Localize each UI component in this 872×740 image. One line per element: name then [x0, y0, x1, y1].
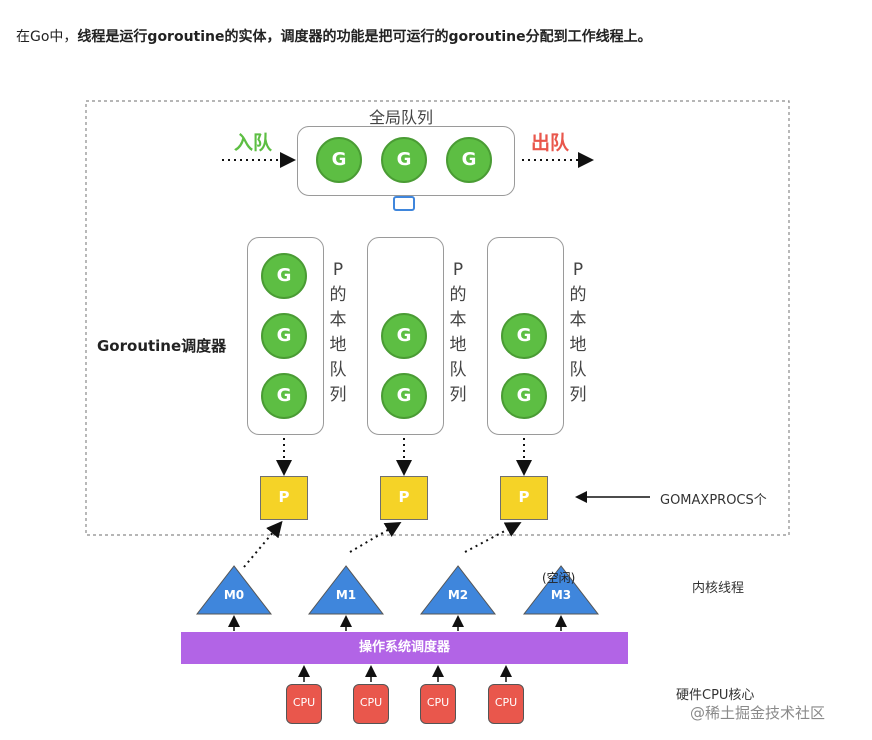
os-scheduler-bar: 操作系统调度器: [181, 632, 628, 664]
scheduler-boundary: [85, 100, 790, 536]
processor: P: [380, 476, 428, 520]
cpu-core: CPU: [353, 684, 389, 724]
goroutine: G: [381, 137, 427, 183]
cpu-core: CPU: [286, 684, 322, 724]
dequeue-label: 出队: [531, 132, 570, 154]
thread-label: M0: [223, 588, 245, 602]
thread-m2: [419, 565, 497, 615]
goroutine: G: [501, 313, 547, 359]
goroutine: G: [501, 373, 547, 419]
goroutine: G: [316, 137, 362, 183]
thread-m3: [522, 565, 600, 615]
goroutine: G: [381, 313, 427, 359]
thread-label: M1: [335, 588, 357, 602]
m-to-p-link: [464, 522, 522, 553]
global-queue-title: 全局队列: [369, 108, 434, 127]
scheduler-label: Goroutine调度器: [97, 337, 227, 355]
gomaxprocs-label: GOMAXPROCS个: [660, 493, 767, 508]
watermark: @稀土掘金技术社区: [690, 704, 826, 722]
thread-m1: [307, 565, 385, 615]
processor: P: [500, 476, 548, 520]
goroutine: G: [261, 253, 307, 299]
cpu-core: CPU: [420, 684, 456, 724]
processor: P: [260, 476, 308, 520]
caption-prefix: 在Go中，: [16, 29, 78, 45]
enqueue-label: 入队: [234, 132, 273, 154]
caption-bold: 线程是运行goroutine的实体，调度器的功能是把可运行的goroutine分…: [77, 29, 652, 45]
idle-note: (空闲): [542, 571, 576, 585]
thread-label: M2: [447, 588, 469, 602]
goroutine: G: [261, 313, 307, 359]
goroutine: G: [261, 373, 307, 419]
goroutine: G: [446, 137, 492, 183]
goroutine: G: [381, 373, 427, 419]
m-to-p-link: [243, 520, 283, 568]
cpu-core: CPU: [488, 684, 524, 724]
thread-m0: [195, 565, 273, 615]
caption: 在Go中，线程是运行goroutine的实体，调度器的功能是把可运行的gorou…: [16, 26, 652, 46]
cpu-label: 硬件CPU核心: [676, 688, 755, 703]
thread-label: M3: [550, 588, 572, 602]
m-to-p-link: [349, 521, 402, 553]
kernel-thread-label: 内核线程: [692, 581, 745, 596]
